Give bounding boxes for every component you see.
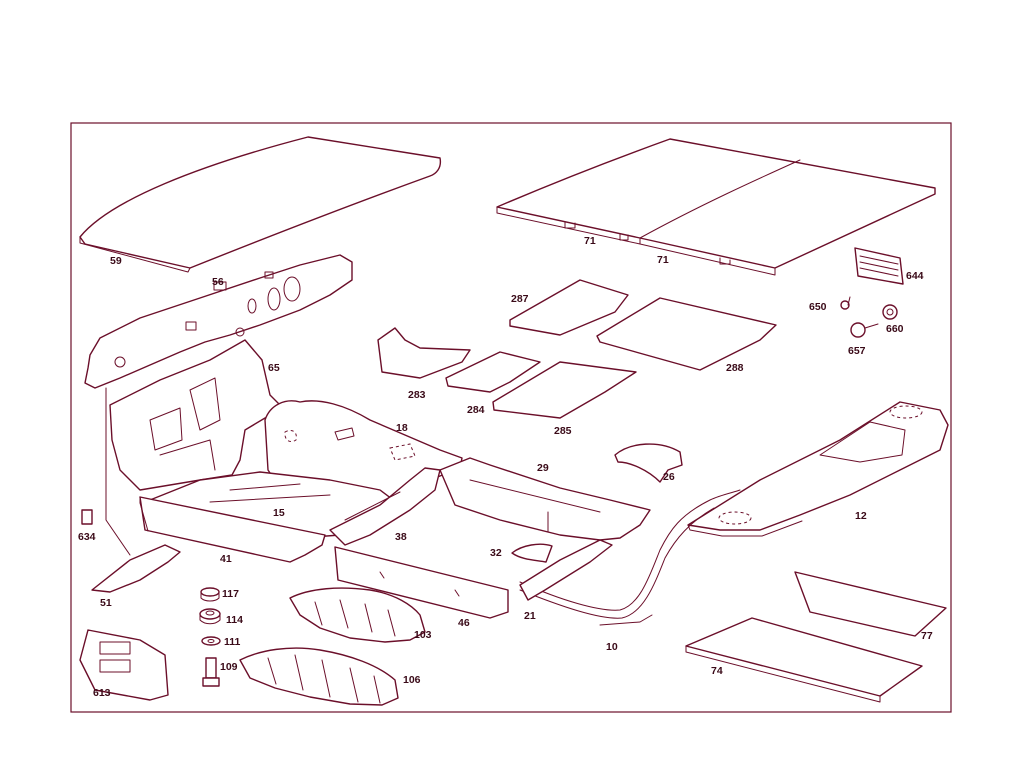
part-38-tunnel-piece[interactable] (329, 467, 441, 546)
label-74: 74 (711, 665, 723, 677)
label-21: 21 (524, 610, 536, 622)
part-65-footwell-insulation[interactable] (109, 339, 286, 491)
part-111-washer[interactable] (201, 636, 221, 646)
label-56: 56 (212, 276, 224, 288)
part-644-vent-grille[interactable] (854, 247, 904, 285)
part-29-transmission-tunnel-cover[interactable] (439, 457, 651, 541)
part-117-grommet[interactable] (200, 587, 220, 602)
part-21-strip[interactable] (519, 539, 613, 601)
label-32: 32 (490, 547, 502, 559)
label-103: 103 (414, 629, 432, 641)
label-29: 29 (537, 462, 549, 474)
label-650: 650 (809, 301, 827, 313)
part-32-bracket[interactable] (511, 543, 553, 563)
part-26-trim-piece[interactable] (614, 443, 683, 483)
part-103-heat-shield[interactable] (289, 587, 426, 643)
part-77-panel[interactable] (794, 571, 947, 637)
part-283-mat[interactable] (377, 327, 471, 379)
part-51-trim-panel[interactable] (91, 544, 181, 593)
label-283: 283 (408, 389, 426, 401)
part-109-bolt[interactable] (202, 657, 220, 687)
label-109: 109 (220, 661, 238, 673)
label-644: 644 (906, 270, 924, 282)
label-38: 38 (395, 531, 407, 543)
label-660: 660 (886, 323, 904, 335)
label-59: 59 (110, 255, 122, 267)
part-284-mat[interactable] (445, 351, 541, 393)
part-41-front-sill[interactable] (139, 496, 326, 563)
leader-lines (105, 296, 851, 556)
label-114: 114 (226, 614, 243, 626)
part-74-panel[interactable] (685, 617, 923, 703)
label-111: 111 (224, 636, 241, 648)
diagram-frame (70, 122, 952, 713)
part-285-mat[interactable] (492, 361, 637, 419)
label-15: 15 (273, 507, 285, 519)
label-26: 26 (663, 471, 675, 483)
label-46: 46 (458, 617, 470, 629)
label-41: 41 (220, 553, 232, 565)
label-10: 10 (606, 641, 618, 653)
part-labels: 59 56 65 71 71 644 650 660 657 287 288 2… (78, 235, 933, 699)
part-650-clip[interactable] (840, 300, 850, 310)
label-18: 18 (396, 422, 408, 434)
label-77: 77 (921, 630, 933, 642)
part-287-mat[interactable] (509, 279, 629, 336)
label-71a: 71 (584, 235, 596, 247)
label-284: 284 (467, 404, 485, 416)
part-657-plug[interactable] (850, 322, 879, 338)
label-51: 51 (100, 597, 112, 609)
label-12: 12 (855, 510, 867, 522)
part-660-nut[interactable] (882, 304, 898, 320)
label-613: 613 (93, 687, 111, 699)
part-114-spacer[interactable] (199, 608, 221, 625)
part-613-side-trim[interactable] (79, 629, 169, 701)
label-287: 287 (511, 293, 529, 305)
part-71-roof-panels[interactable] (496, 138, 936, 276)
label-65: 65 (268, 362, 280, 374)
part-59-roof-liner[interactable] (79, 136, 442, 273)
label-634: 634 (78, 531, 96, 543)
part-634-clip[interactable] (81, 509, 93, 525)
part-12-rear-floor-covering[interactable] (687, 401, 949, 537)
label-657: 657 (848, 345, 866, 357)
label-117: 117 (222, 588, 239, 600)
label-71b: 71 (657, 254, 669, 266)
part-106-heat-shield[interactable] (239, 647, 399, 706)
label-285: 285 (554, 425, 572, 437)
part-10-rear-floor-edge[interactable] (519, 489, 741, 626)
label-288: 288 (726, 362, 744, 374)
label-106: 106 (403, 674, 421, 686)
part-56-firewall-insulation[interactable] (84, 254, 353, 389)
part-46-rear-sill[interactable] (334, 546, 509, 619)
part-288-mat[interactable] (596, 297, 777, 371)
